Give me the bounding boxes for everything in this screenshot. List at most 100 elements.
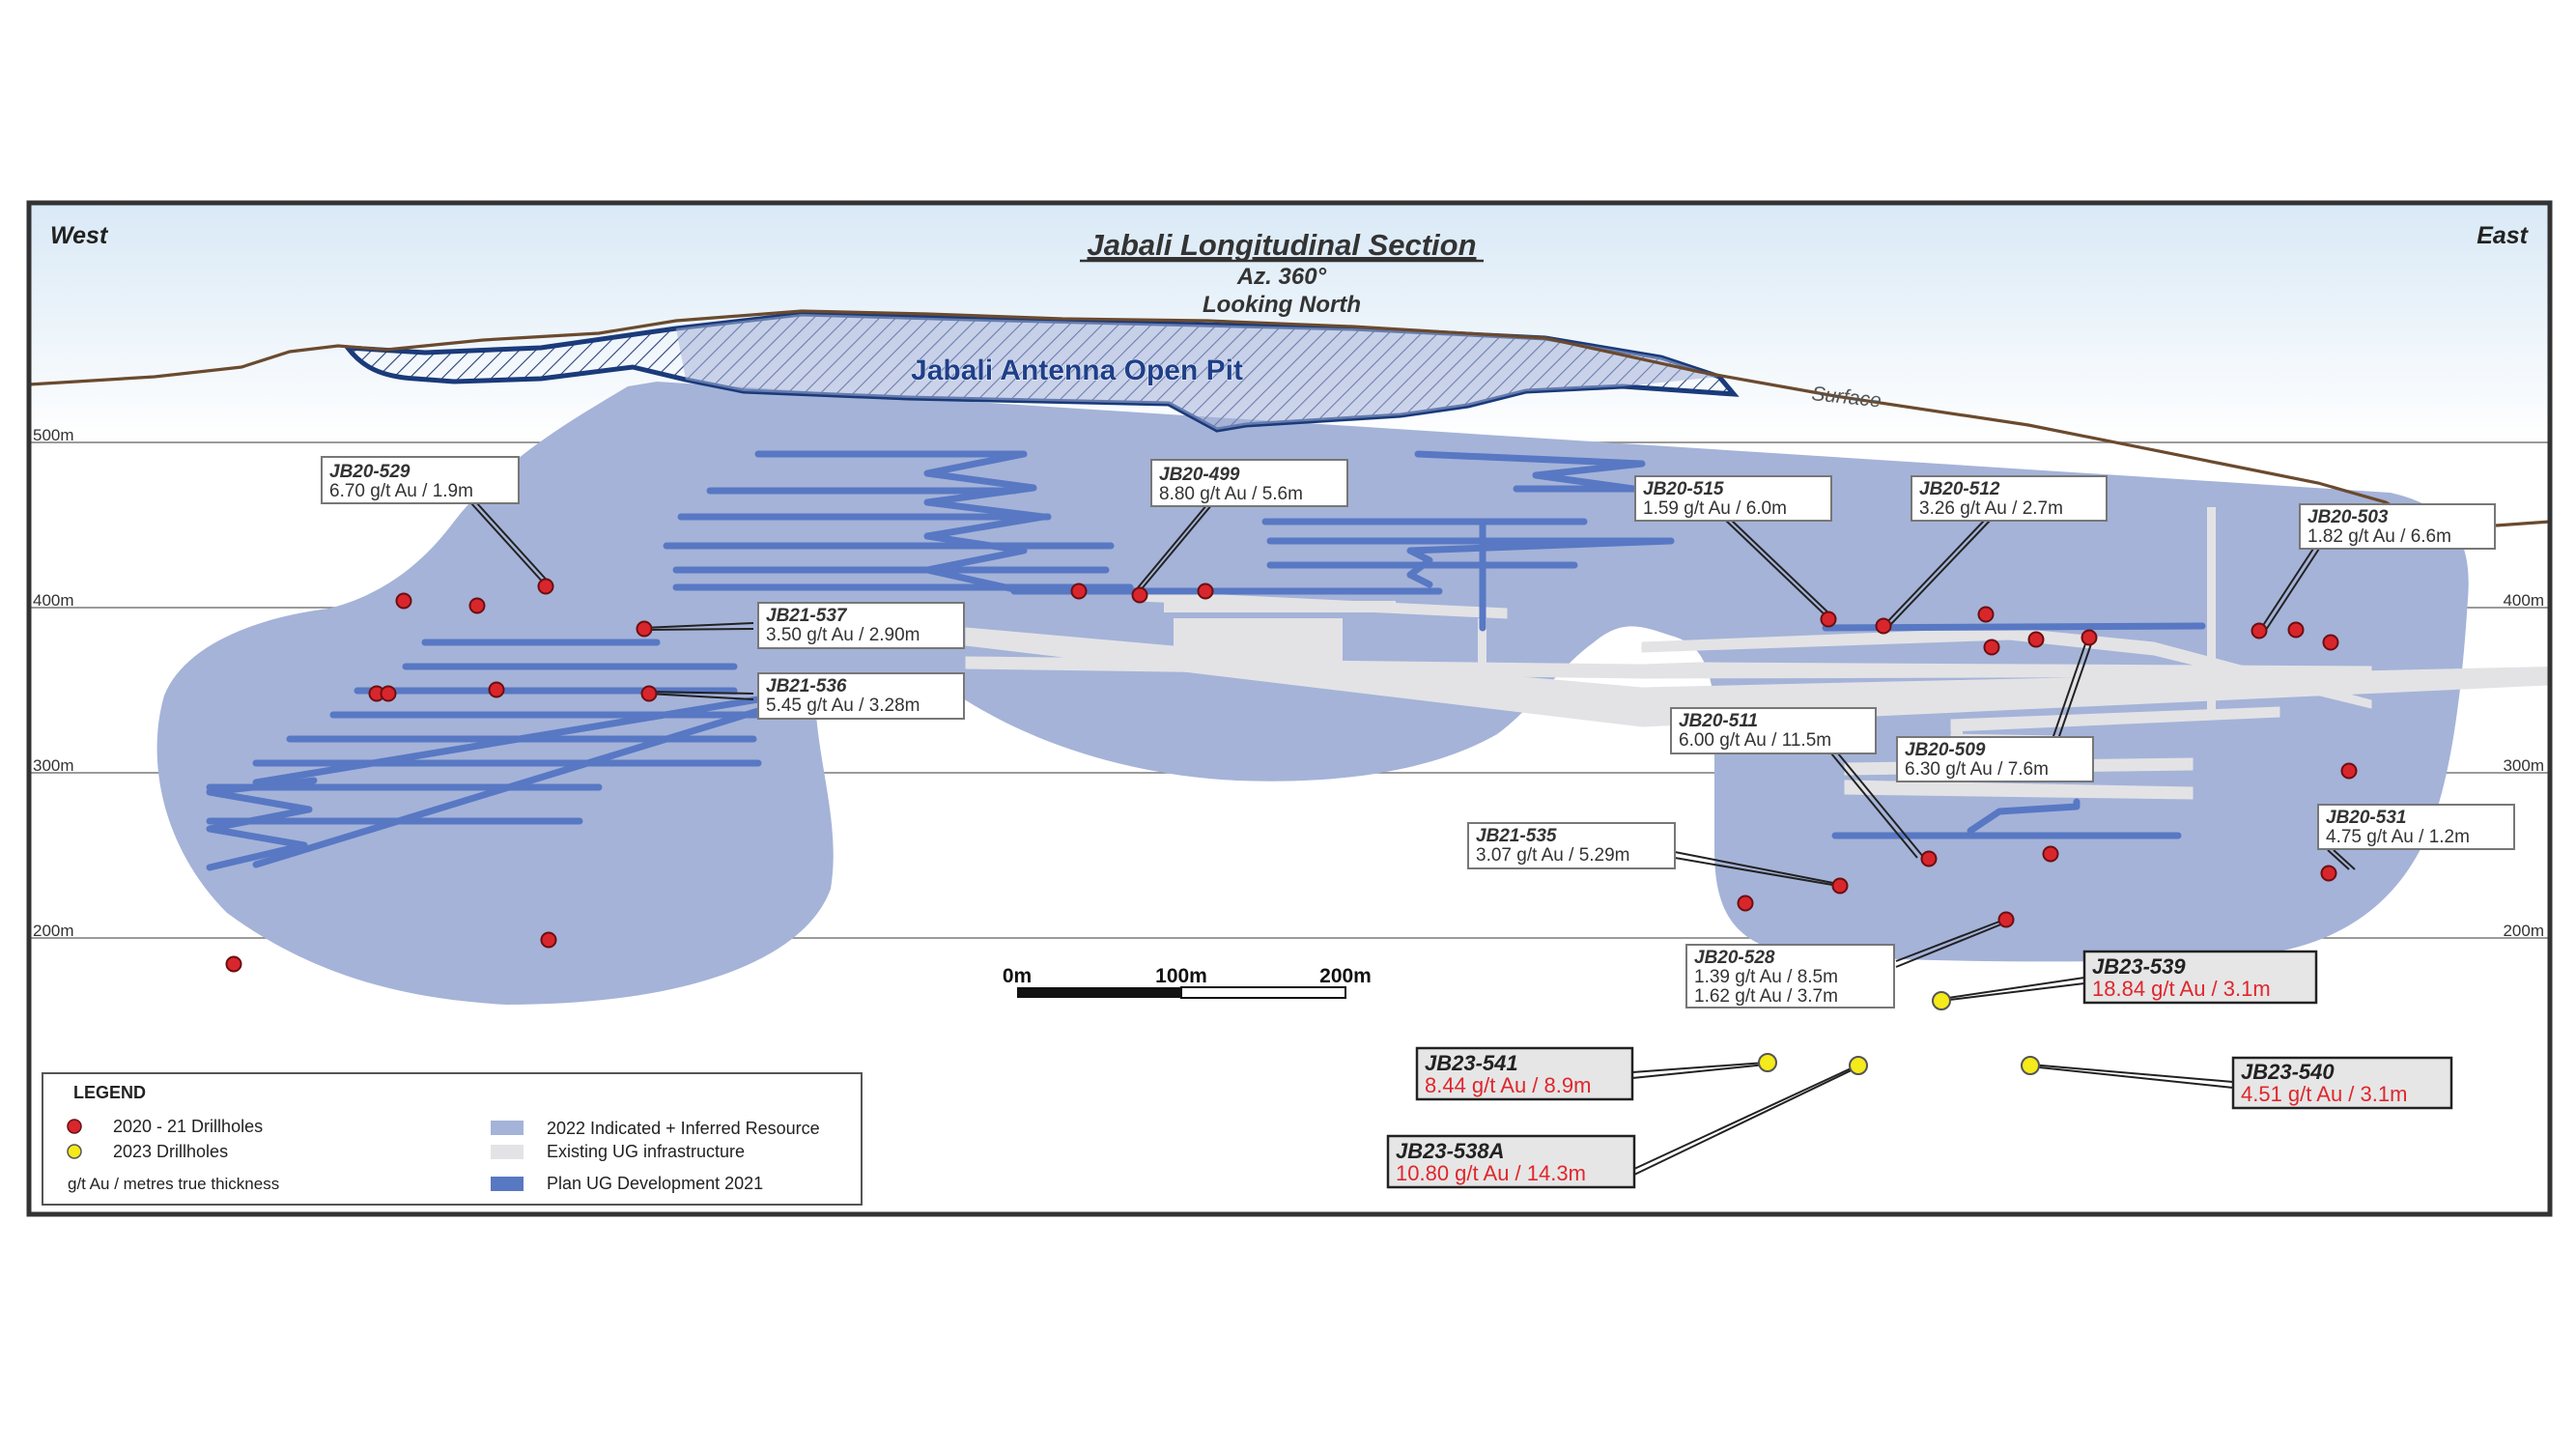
drill-result-labels: JB20-529 6.70 g/t Au / 1.9m JB20-499 8.8… (321, 456, 2515, 1009)
legend-item-yellow-holes: 2023 Drillholes (113, 1142, 228, 1161)
label-jb21-535: JB21-535 3.07 g/t Au / 5.29m (1467, 822, 1676, 869)
section-azimuth: Az. 360° (1236, 264, 1327, 290)
drillholes-2023 (1758, 991, 2040, 1075)
red-drillhole-dot (1070, 582, 1088, 600)
label-jb21-536: JB21-536 5.45 g/t Au / 3.28m (757, 672, 965, 720)
pit-inner-shell (676, 314, 1719, 430)
red-drillhole-dot (1131, 586, 1148, 604)
scale-bar-solid (1017, 987, 1181, 998)
red-drillhole-dot (1197, 582, 1214, 600)
red-drillhole-dot (2322, 634, 2339, 651)
red-drillhole-dot (1920, 850, 1938, 867)
elevation-label-400-right: 400m (2503, 591, 2544, 610)
red-drillhole-dot (1983, 639, 2000, 656)
elevation-label-200-right: 200m (2503, 922, 2544, 940)
label-jb23-539: JB23-539 18.84 g/t Au / 3.1m (2082, 950, 2318, 1005)
surface-topography-line (29, 309, 2550, 538)
legend-title: LEGEND (73, 1083, 146, 1102)
label-jb20-531-value: 4.75 g/t Au / 1.2m (2326, 827, 2470, 847)
red-drillhole-dot (1737, 895, 1754, 912)
red-drillhole-dot (225, 955, 242, 973)
label-jb20-503-id: JB20-503 (2307, 507, 2389, 527)
legend-item-development: Plan UG Development 2021 (547, 1174, 763, 1193)
label-jb20-499-id: JB20-499 (1159, 465, 1240, 485)
red-drillhole-dot (488, 681, 505, 698)
scale-label-0m: 0m (1003, 965, 1032, 987)
legend-development-swatch (491, 1177, 524, 1191)
label-jb21-537-value: 3.50 g/t Au / 2.90m (766, 625, 920, 645)
label-jb20-515-value: 1.59 g/t Au / 6.0m (1643, 498, 1787, 519)
open-pit-label: Jabali Antenna Open Pit (911, 355, 1243, 386)
label-jb23-538a: JB23-538A 10.80 g/t Au / 14.3m (1386, 1134, 1636, 1189)
scale-label-200m: 200m (1319, 965, 1372, 987)
label-jb20-511-id: JB20-511 (1679, 711, 1758, 731)
label-jb23-541-value: 8.44 g/t Au / 8.9m (1425, 1073, 1591, 1097)
elevation-labels: 500m 400m 400m 300m 300m 200m 200m (33, 426, 2544, 940)
red-drillhole-dot (1875, 617, 1892, 635)
red-drillhole-dot (2042, 845, 2059, 863)
label-jb20-503: JB20-503 1.82 g/t Au / 6.6m (2299, 503, 2496, 550)
legend-item-infrastructure: Existing UG infrastructure (547, 1142, 745, 1161)
label-jb20-509: JB20-509 6.30 g/t Au / 7.6m (1896, 736, 2094, 782)
red-drillhole-dot (2340, 762, 2358, 780)
existing-ug-infrastructure (965, 507, 2550, 800)
label-jb20-511-value: 6.00 g/t Au / 11.5m (1679, 730, 1831, 751)
red-drillhole-dot (2250, 622, 2268, 639)
yellow-drillhole-dot (1758, 1053, 1777, 1072)
red-drillhole-dot (2287, 621, 2305, 639)
label-jb20-509-id: JB20-509 (1905, 740, 1986, 760)
section-title: Jabali Longitudinal Section (1087, 228, 1476, 262)
label-jb20-512: JB20-512 3.26 g/t Au / 2.7m (1911, 475, 2108, 522)
label-jb23-540: JB23-540 4.51 g/t Au / 3.1m (2231, 1056, 2453, 1110)
label-jb21-537: JB21-537 3.50 g/t Au / 2.90m (757, 602, 965, 649)
label-jb20-503-value: 1.82 g/t Au / 6.6m (2307, 526, 2451, 547)
red-drillhole-dot (1977, 606, 1995, 623)
label-jb23-539-id: JB23-539 (2092, 954, 2186, 979)
elevation-label-400-left: 400m (33, 591, 74, 610)
label-jb23-541-id: JB23-541 (1425, 1051, 1518, 1075)
label-jb20-512-id: JB20-512 (1919, 479, 2000, 499)
label-jb20-529: JB20-529 6.70 g/t Au / 1.9m (321, 456, 520, 504)
legend-infrastructure-swatch (491, 1145, 524, 1159)
red-drillhole-dot (1831, 877, 1849, 895)
red-drillhole-dot (636, 620, 653, 638)
label-jb20-528-id: JB20-528 (1694, 948, 1775, 968)
legend-item-units: g/t Au / metres true thickness (68, 1175, 279, 1193)
yellow-drillhole-dot (1932, 991, 1951, 1010)
scale-bar-open (1180, 986, 1346, 999)
label-jb23-541: JB23-541 8.44 g/t Au / 8.9m (1415, 1046, 1634, 1101)
leader-lines (469, 501, 2356, 1176)
section-frame-border (26, 200, 2553, 1217)
red-drillhole-dot (2027, 631, 2045, 648)
label-jb21-536-value: 5.45 g/t Au / 3.28m (766, 696, 920, 716)
red-drillhole-dot (2081, 629, 2098, 646)
red-drillhole-dot (395, 592, 412, 610)
section-looking-direction: Looking North (1203, 292, 1361, 318)
label-jb21-537-id: JB21-537 (766, 606, 848, 626)
label-jb20-512-value: 3.26 g/t Au / 2.7m (1919, 498, 2063, 519)
label-jb20-531: JB20-531 4.75 g/t Au / 1.2m (2317, 804, 2515, 850)
red-drillhole-dot (640, 685, 658, 702)
label-jb23-538a-id: JB23-538A (1396, 1139, 1505, 1163)
legend-resource-swatch (491, 1121, 524, 1135)
label-jb20-515: JB20-515 1.59 g/t Au / 6.0m (1634, 475, 1832, 522)
yellow-drillhole-dot (1849, 1056, 1868, 1075)
legend-red-dot-icon (67, 1119, 82, 1134)
plan-ug-development (206, 450, 2206, 871)
elevation-label-300-left: 300m (33, 756, 74, 775)
label-jb20-528-value-2: 1.62 g/t Au / 3.7m (1694, 986, 1838, 1007)
yellow-drillhole-dot (2021, 1056, 2040, 1075)
label-jb20-528: JB20-528 1.39 g/t Au / 8.5m 1.62 g/t Au … (1685, 944, 1895, 1009)
red-drillhole-dot (540, 931, 557, 949)
legend-item-resource: 2022 Indicated + Inferred Resource (547, 1119, 820, 1138)
label-jb23-538a-value: 10.80 g/t Au / 14.3m (1396, 1161, 1586, 1185)
label-jb20-511: JB20-511 6.00 g/t Au / 11.5m (1670, 707, 1877, 754)
elevation-label-300-right: 300m (2503, 756, 2544, 775)
red-drillhole-dot (468, 597, 486, 614)
label-jb20-529-id: JB20-529 (329, 462, 410, 482)
label-jb20-499-value: 8.80 g/t Au / 5.6m (1159, 484, 1303, 504)
scale-label-100m: 100m (1155, 965, 1207, 987)
label-jb20-499: JB20-499 8.80 g/t Au / 5.6m (1150, 459, 1348, 507)
red-drillhole-dot (2320, 865, 2337, 882)
